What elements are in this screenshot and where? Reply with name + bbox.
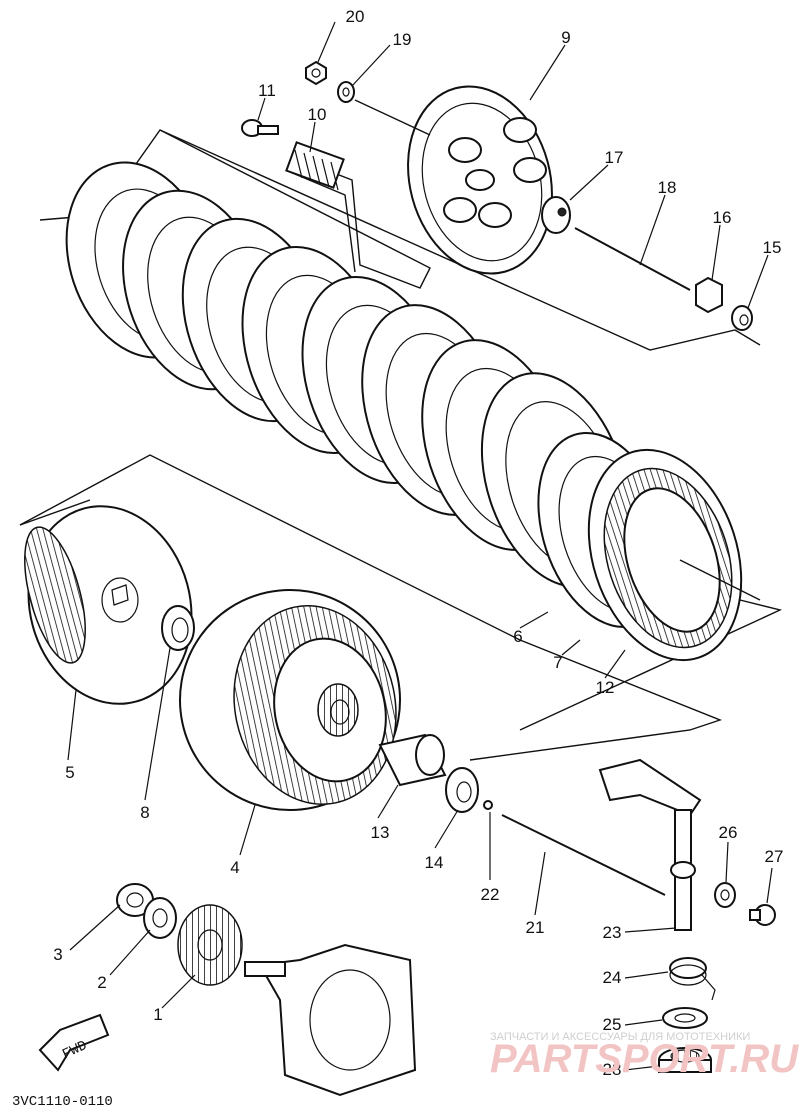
callout-11: 11 (258, 81, 276, 100)
callout-8: 8 (140, 803, 149, 822)
callout-14: 14 (425, 853, 444, 872)
callout-23: 23 (603, 923, 622, 942)
washer-19 (337, 81, 355, 103)
push-lever-23 (598, 758, 702, 931)
plate-washer-17 (541, 196, 571, 234)
pressure-plate (354, 85, 553, 275)
callout-26: 26 (719, 823, 738, 842)
sleeve-13 (378, 733, 447, 787)
spring-24 (669, 957, 716, 1001)
callout-28: 28 (603, 1060, 622, 1079)
callout-labels: 20 19 11 10 9 17 18 16 15 5 8 4 13 14 22… (53, 7, 783, 1079)
washer-15 (731, 305, 753, 331)
callout-16: 16 (713, 208, 732, 227)
ball-22 (483, 800, 493, 810)
callout-5: 5 (65, 763, 74, 782)
callout-20: 20 (346, 7, 365, 26)
callout-4: 4 (230, 858, 239, 877)
lower-assembly-frame (19, 454, 723, 761)
washer-26 (714, 882, 736, 908)
crankshaft-housing (244, 943, 417, 1097)
callout-27: 27 (765, 847, 784, 866)
callout-13: 13 (371, 823, 390, 842)
primary-driven-gear (24, 505, 193, 705)
clutch-housing (179, 589, 401, 811)
oil-seal-28 (658, 1047, 712, 1073)
primary-drive-gear-1 (177, 904, 243, 986)
callout-19: 19 (393, 30, 412, 49)
callout-18: 18 (658, 178, 677, 197)
callout-22: 22 (481, 885, 500, 904)
washer-25 (662, 1007, 708, 1029)
thrust-washer-14 (445, 767, 479, 813)
push-rod-18 (574, 227, 691, 291)
upper-assembly-frame (39, 129, 783, 731)
bolt-27 (749, 904, 776, 926)
nut-16 (695, 276, 723, 314)
bolt-11 (241, 119, 279, 137)
callout-9: 9 (561, 28, 570, 47)
push-rod-21 (501, 814, 666, 896)
thrust-washer-8 (161, 605, 195, 651)
drawing-code: 3VC1110-0110 (12, 1094, 113, 1110)
clutch-boss (587, 448, 761, 662)
callout-25: 25 (603, 1015, 622, 1034)
watermark-logo: PARTSPORT.RU (490, 1037, 799, 1081)
callout-3: 3 (53, 945, 62, 964)
callout-2: 2 (97, 973, 106, 992)
callout-6: 6 (513, 627, 522, 646)
spring-10 (285, 141, 345, 191)
watermark-text: ЗАПЧАСТИ И АКСЕССУАРЫ ДЛЯ МОТОТЕХНИКИ (490, 1031, 750, 1043)
pressure-plate-bosses (443, 117, 547, 228)
washer-2 (143, 897, 177, 939)
callout-10: 10 (308, 105, 327, 124)
callout-12: 12 (596, 678, 615, 697)
locknut-20 (305, 60, 327, 86)
fwd-arrow: FWD (38, 1013, 110, 1072)
callout-24: 24 (603, 968, 622, 987)
callout-15: 15 (763, 238, 782, 257)
callout-1: 1 (153, 1005, 162, 1024)
callout-21: 21 (526, 918, 545, 937)
callout-17: 17 (605, 148, 624, 167)
callout-7: 7 (553, 653, 562, 672)
leader-lines (67, 21, 773, 1071)
